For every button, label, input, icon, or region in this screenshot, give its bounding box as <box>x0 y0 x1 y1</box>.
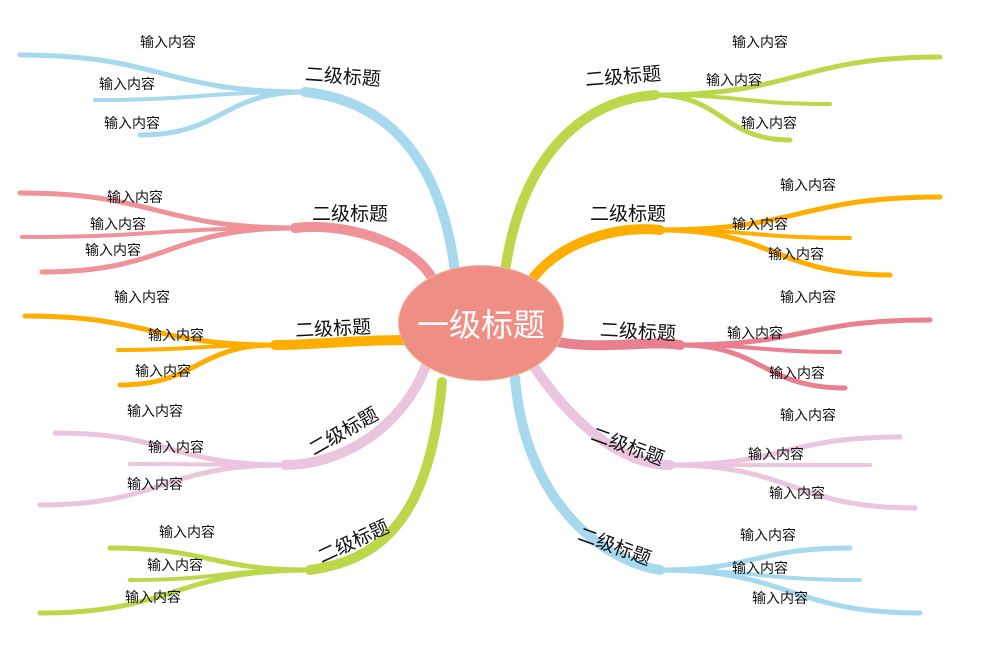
branch-connector <box>510 373 665 575</box>
leaf-connector <box>677 317 933 348</box>
branch-connector <box>525 224 665 287</box>
leaf-topic[interactable]: 输入内容 <box>147 558 203 574</box>
leaf-connector <box>93 90 307 102</box>
leaf-topic[interactable]: 输入内容 <box>140 35 196 51</box>
leaf-topic[interactable]: 输入内容 <box>148 328 204 344</box>
leaf-connector <box>667 462 918 511</box>
leaf-topic[interactable]: 输入内容 <box>732 217 788 233</box>
leaf-connector <box>39 225 298 275</box>
branch-connector <box>270 335 410 350</box>
branch-connector <box>300 87 460 277</box>
leaf-connector <box>17 52 308 95</box>
leaf-topic[interactable]: 输入内容 <box>114 290 170 306</box>
central-topic-label: 一级标题 <box>416 306 545 344</box>
branch-connector <box>500 90 660 277</box>
leaf-connector <box>652 92 793 143</box>
leaf-connector <box>657 194 943 233</box>
leaf-connector <box>37 567 313 616</box>
leaf-connector <box>107 545 313 573</box>
leaf-topic[interactable]: 输入内容 <box>780 290 836 306</box>
leaf-topic[interactable]: 输入内容 <box>706 73 762 89</box>
leaf-topic[interactable]: 输入内容 <box>125 590 181 606</box>
leaf-connector <box>657 567 923 616</box>
leaf-topic[interactable]: 输入内容 <box>769 486 825 502</box>
leaf-topic[interactable]: 输入内容 <box>768 247 824 263</box>
leaf-topic[interactable]: 输入内容 <box>159 525 215 541</box>
leaf-connector <box>653 93 832 106</box>
leaf-connector <box>657 227 893 278</box>
leaf-topic[interactable]: 输入内容 <box>90 217 146 233</box>
leaf-connector <box>137 89 308 138</box>
leaf-topic[interactable]: 输入内容 <box>752 591 808 607</box>
subtopic-title[interactable]: 二级标题 <box>294 316 372 342</box>
branch-connector <box>553 337 685 351</box>
leaf-topic[interactable]: 输入内容 <box>85 243 141 259</box>
leaf-topic[interactable]: 输入内容 <box>727 326 783 342</box>
leaf-connector <box>37 462 288 508</box>
leaf-topic[interactable]: 输入内容 <box>780 408 836 424</box>
leaf-topic[interactable]: 输入内容 <box>732 561 788 577</box>
subtopic-title[interactable]: 二级标题 <box>312 203 389 225</box>
branch-connector <box>280 363 430 470</box>
leaf-topic[interactable]: 输入内容 <box>127 477 183 493</box>
leaf-topic[interactable]: 输入内容 <box>148 440 204 456</box>
central-topic[interactable]: 一级标题 <box>398 265 564 381</box>
leaf-connector <box>17 190 298 231</box>
leaf-topic[interactable]: 输入内容 <box>99 77 155 93</box>
branch-connector <box>305 377 447 575</box>
leaf-topic[interactable]: 输入内容 <box>127 404 183 420</box>
leaf-topic[interactable]: 输入内容 <box>741 116 797 132</box>
leaf-topic[interactable]: 输入内容 <box>780 178 836 194</box>
subtopic-title[interactable]: 二级标题 <box>304 63 382 91</box>
leaf-connector <box>117 342 278 388</box>
leaf-connector <box>652 54 943 98</box>
branch-connector <box>290 221 437 283</box>
branch-connector <box>530 363 675 470</box>
leaf-topic[interactable]: 输入内容 <box>107 190 163 206</box>
leaf-topic[interactable]: 输入内容 <box>104 116 160 132</box>
leaf-topic[interactable]: 输入内容 <box>748 447 804 463</box>
leaf-topic[interactable]: 输入内容 <box>135 364 191 380</box>
subtopic-title[interactable]: 二级标题 <box>599 319 677 345</box>
leaf-connector <box>677 342 848 391</box>
leaf-topic[interactable]: 输入内容 <box>740 528 796 544</box>
subtopic-title[interactable]: 二级标题 <box>590 203 667 225</box>
leaf-topic[interactable]: 输入内容 <box>732 35 788 51</box>
leaf-connector <box>22 313 278 348</box>
leaf-topic[interactable]: 输入内容 <box>769 366 825 382</box>
